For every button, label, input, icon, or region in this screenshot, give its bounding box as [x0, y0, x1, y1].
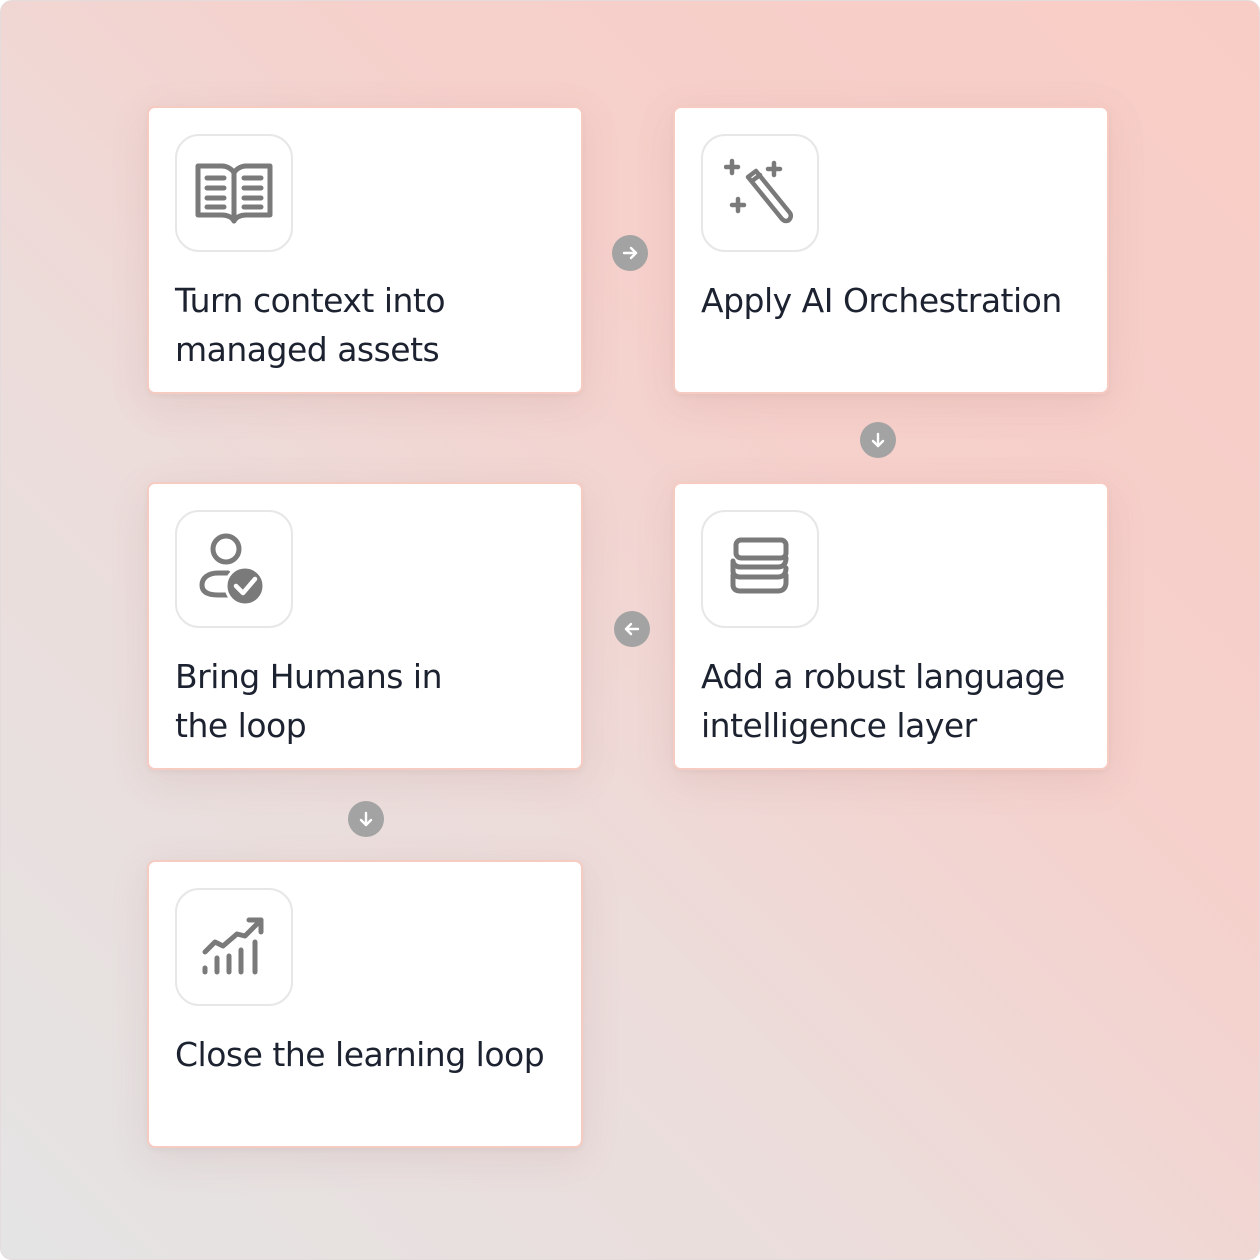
step-label: Bring Humans in the loop — [175, 657, 443, 745]
step-label: Close the learning loop — [175, 1035, 545, 1074]
step-label: Add a robust language intelligence layer — [701, 657, 1065, 745]
arrow-right-icon — [612, 235, 648, 271]
arrow-down-icon — [860, 422, 896, 458]
step-card-ai-orchestration: Apply AI Orchestration — [673, 106, 1109, 394]
step-card-context-assets: Turn context into managed assets — [147, 106, 583, 394]
growth-chart-icon — [175, 888, 293, 1006]
step-card-language-layer: Add a robust language intelligence layer — [673, 482, 1109, 770]
arrow-left-icon — [614, 611, 650, 647]
step-label: Apply AI Orchestration — [701, 281, 1062, 320]
user-check-icon — [175, 510, 293, 628]
book-icon — [175, 134, 293, 252]
arrow-down-icon — [348, 801, 384, 837]
step-card-learning-loop: Close the learning loop — [147, 860, 583, 1148]
step-card-humans-in-loop: Bring Humans in the loop — [147, 482, 583, 770]
magic-wand-icon — [701, 134, 819, 252]
step-label: Turn context into managed assets — [175, 281, 446, 369]
layers-stack-icon — [701, 510, 819, 628]
